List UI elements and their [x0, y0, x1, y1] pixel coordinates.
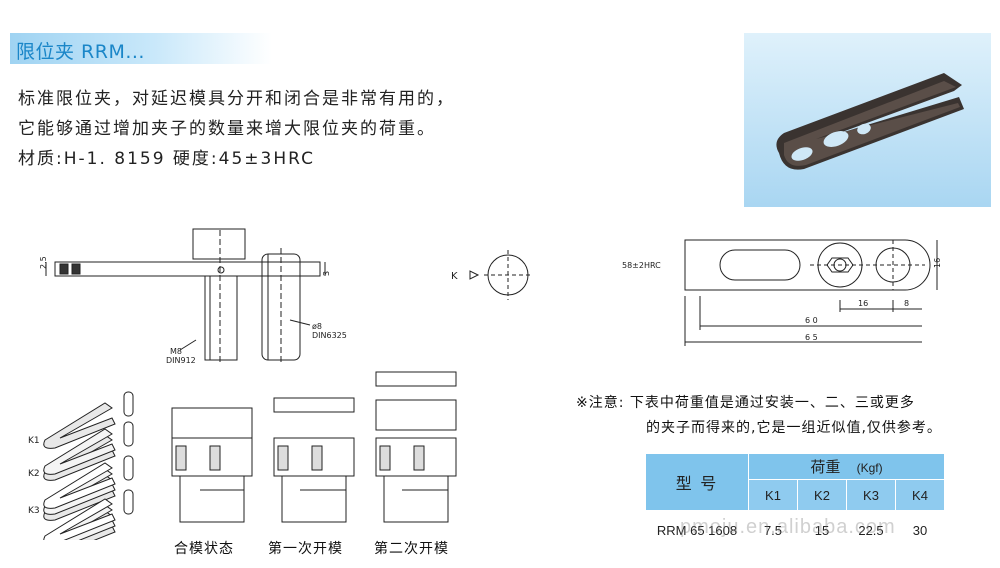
dim-2-5: 2.5 [39, 256, 48, 269]
dim-60: 6 0 [805, 316, 818, 325]
label-k: K [451, 271, 458, 282]
label-d8: ø8 [312, 322, 322, 331]
intro-line-1: 标准限位夹，对延迟模具分开和闭合是非常有用的， [18, 89, 455, 109]
label-hrc: 58±2HRC [622, 261, 661, 270]
product-photo [744, 33, 991, 207]
table-header-load-label: 荷重 [810, 459, 841, 476]
clip-stack-k3 [43, 462, 116, 521]
dim-16-horizontal: 16 [858, 299, 868, 308]
label-m8: M8 [170, 347, 182, 356]
table-header-k3: K3 [846, 479, 896, 511]
table-header-k1: K1 [748, 479, 798, 511]
table-cell-k1: 7.5 [748, 510, 798, 550]
screw-shank [204, 275, 238, 361]
clip-side-profile [54, 261, 321, 277]
clip-stack-k2 [43, 428, 116, 481]
caption-closed: 合模状态 [174, 541, 234, 557]
mold-closed-state [171, 407, 253, 523]
table-header-model: 型 号 [645, 453, 749, 511]
table-cell-k4: 30 [895, 510, 945, 550]
table-row: RRM 65 1608 7.5 15 22.5 30 [645, 510, 945, 550]
table-cell-k3: 22.5 [846, 510, 896, 550]
label-din6325: DIN6325 [312, 331, 347, 340]
technical-drawing: 2.5 3 M8 DIN912 ø8 DIN6325 K 58±2HRC 16 … [28, 228, 942, 540]
intro-line-3: 材质:H-1. 8159 硬度:45±3HRC [18, 149, 315, 169]
note-line-1: ※注意: 下表中荷重值是通过安装一、二、三或更多 [576, 395, 915, 411]
mold-first-open [273, 397, 355, 523]
intro-line-2: 它能够通过增加夹子的数量来增大限位夹的荷重。 [18, 119, 436, 139]
title-banner [10, 33, 272, 64]
clip-stack-k4 [43, 498, 116, 540]
page-title: 限位夹 RRM... [16, 41, 145, 63]
dim-65: 6 5 [805, 333, 818, 342]
label-din912: DIN912 [166, 356, 196, 365]
table-header-unit: (Kgf) [856, 461, 883, 475]
table-cell-model: RRM 65 1608 [645, 510, 749, 550]
dim-8: 8 [904, 299, 909, 308]
screw-head [192, 228, 246, 260]
clip-plan-view [684, 239, 931, 291]
load-table: 型 号 荷重 (Kgf) K1 K2 K3 K4 RRM 65 1608 7.5… [645, 453, 945, 550]
caption-first-open: 第一次开模 [268, 541, 343, 557]
dim-16-vertical: 16 [933, 258, 942, 268]
table-cell-k2: 15 [797, 510, 847, 550]
label-k2: K2 [28, 469, 40, 479]
table-header-k2: K2 [797, 479, 847, 511]
clip-stack-k1 [43, 402, 116, 449]
table-header-load: 荷重 (Kgf) [748, 453, 945, 480]
label-k3: K3 [28, 506, 40, 516]
mold-second-open [375, 371, 457, 523]
dim-3: 3 [322, 271, 331, 276]
latch-clip-image [776, 73, 964, 170]
caption-second-open: 第二次开模 [374, 541, 449, 557]
note-line-2: 的夹子而得来的,它是一组近似值,仅供参考。 [646, 420, 942, 436]
label-k1: K1 [28, 436, 40, 446]
table-header-k4: K4 [895, 479, 945, 511]
watermark-text: pmoju.en.alibaba.com [680, 516, 896, 538]
